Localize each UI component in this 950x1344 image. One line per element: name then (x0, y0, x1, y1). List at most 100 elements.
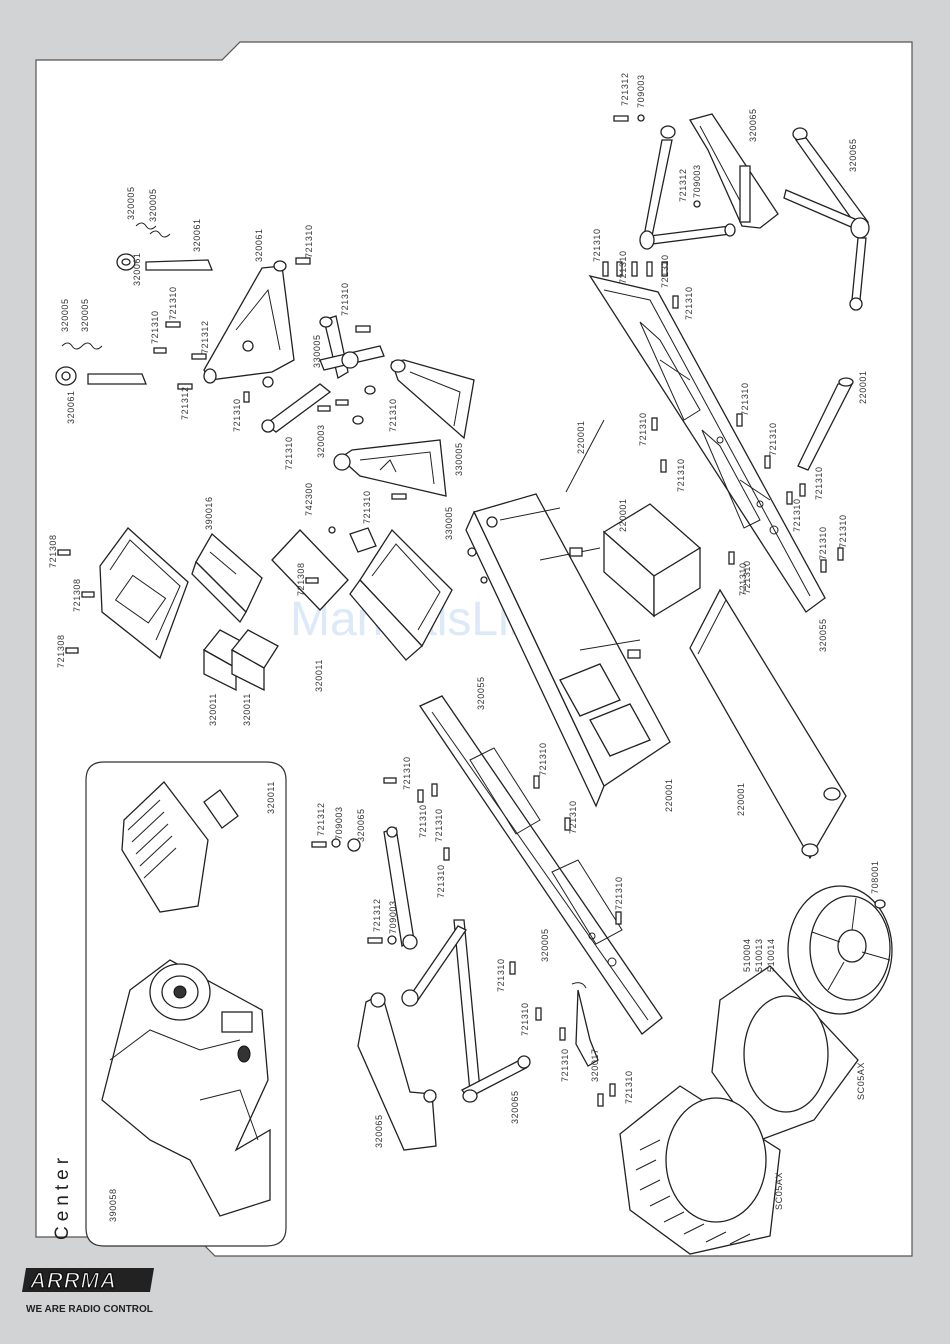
part-number: 721312 (678, 168, 688, 202)
part-number: 721310 (538, 742, 548, 776)
part-number: 721310 (742, 560, 752, 594)
part-number: 721312 (316, 802, 326, 836)
part-number: 320011 (266, 781, 276, 814)
part-number: 320065 (748, 108, 758, 142)
part-number: 721310 (684, 286, 694, 320)
part-number: 708001 (870, 860, 880, 894)
part-number: 721310 (560, 1048, 570, 1082)
part-number: 721310 (614, 876, 624, 910)
part-number: SC05AX (774, 1172, 784, 1210)
part-number: 320065 (510, 1090, 520, 1124)
part-number: 390058 (108, 1188, 118, 1222)
part-number: 721310 (792, 498, 802, 532)
part-number: 320005 (540, 928, 550, 962)
right-plate-screws (602, 261, 844, 573)
part-number: 320005 (148, 188, 158, 222)
long-rod (565, 377, 854, 493)
part-number: 721310 (660, 254, 670, 288)
part-number: 320011 (242, 693, 252, 726)
part-number: 721310 (340, 282, 350, 316)
part-number: 721310 (818, 526, 828, 560)
part-number: 320065 (374, 1114, 384, 1148)
part-number: 721312 (372, 898, 382, 932)
part-number: 709003 (334, 806, 344, 840)
part-number: 721308 (296, 562, 306, 596)
part-number: 721312 (200, 320, 210, 354)
part-number: 220001 (576, 420, 586, 454)
part-number: 510014 (766, 938, 776, 972)
part-number: 709003 (388, 900, 398, 934)
double-sided-tape (271, 529, 349, 611)
tire (619, 1085, 781, 1255)
part-number: 510013 (754, 938, 764, 972)
receiver-box (328, 526, 453, 661)
part-number: 721310 (436, 864, 446, 898)
part-number: 721310 (150, 310, 160, 344)
part-number: 721310 (284, 436, 294, 470)
tire-insert (711, 965, 859, 1141)
part-number: 721310 (304, 224, 314, 258)
part-number: 320011 (208, 693, 218, 726)
part-number: 320005 (126, 186, 136, 220)
part-number: SC05AX (856, 1062, 866, 1100)
part-number: 320061 (132, 252, 142, 286)
part-number: 320011 (314, 659, 324, 692)
center-chassis-tray (465, 493, 671, 808)
part-number: 709003 (692, 164, 702, 198)
flat-plate (689, 588, 847, 860)
part-number: 320061 (254, 228, 264, 262)
part-number: 721310 (496, 958, 506, 992)
part-number: 721308 (72, 578, 82, 612)
part-number: 320005 (80, 298, 90, 332)
receiver-unit (191, 532, 263, 624)
foam-pads (203, 629, 279, 692)
part-number: 721310 (434, 808, 444, 842)
part-number: 721310 (592, 228, 602, 262)
part-number: 390016 (204, 496, 214, 530)
part-number: 721310 (768, 422, 778, 456)
part-number: 320055 (476, 676, 486, 710)
part-number: 320061 (192, 218, 202, 252)
part-number: 220001 (736, 782, 746, 816)
left-arms-assembly (311, 826, 616, 1151)
logo-text: ARRMA (29, 1268, 117, 1293)
part-number: 220001 (618, 498, 628, 532)
part-number: 721310 (232, 398, 242, 432)
part-number: 721308 (48, 534, 58, 568)
part-number: 721310 (418, 804, 428, 838)
hub-pins (55, 222, 213, 386)
part-number: 721308 (56, 634, 66, 668)
part-number: 721310 (520, 1002, 530, 1036)
part-number: 330005 (454, 442, 464, 476)
section-label: Center (52, 1153, 73, 1240)
part-number: 721310 (638, 412, 648, 446)
part-number: 220001 (664, 778, 674, 812)
part-number: 721310 (618, 250, 628, 284)
part-number: 320017 (590, 1048, 600, 1082)
part-number: 320065 (356, 808, 366, 842)
part-number: 330005 (312, 334, 322, 368)
part-number: 721310 (814, 466, 824, 500)
transmitter-inset (85, 761, 287, 1247)
rear-upper-arm-assembly (613, 113, 870, 311)
part-number: 721310 (676, 458, 686, 492)
esc-screws (57, 549, 319, 654)
part-number: 320065 (848, 138, 858, 172)
part-number: 721310 (402, 756, 412, 790)
part-number: 721310 (568, 800, 578, 834)
part-number: 721310 (838, 514, 848, 548)
part-number: 742300 (304, 482, 314, 516)
left-chassis-plate (383, 695, 663, 1035)
part-number: 320003 (316, 424, 326, 458)
battery-block (602, 503, 702, 618)
lower-arm-lower (333, 439, 447, 500)
front-arm-assembly (153, 257, 385, 433)
tagline: WE ARE RADIO CONTROL (26, 1304, 153, 1315)
wheel-rim (787, 885, 893, 1015)
part-number: 320055 (818, 618, 828, 652)
part-number: 721310 (738, 562, 748, 596)
esc-unit (99, 527, 189, 660)
part-number: 709003 (636, 74, 646, 108)
brand-logo: ARRMA WE ARE RADIO CONTROL (22, 1267, 154, 1315)
